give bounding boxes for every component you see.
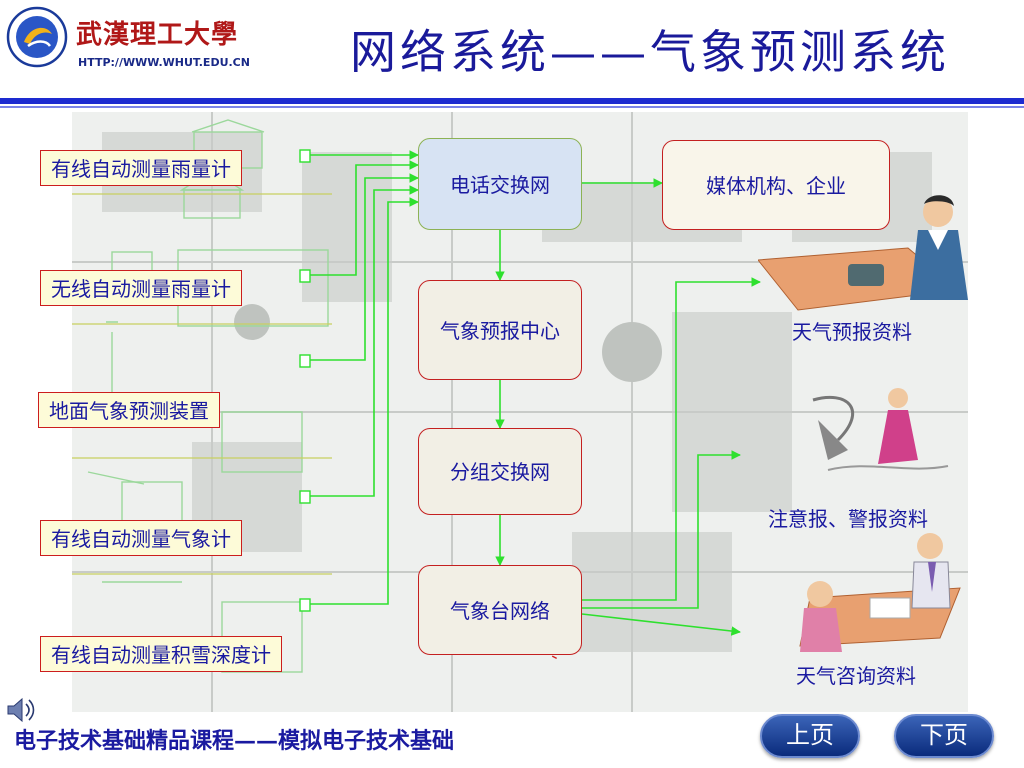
link-wireless-rain (300, 160, 419, 276)
source-wired-rain-gauge: 有线自动测量雨量计 (40, 150, 242, 186)
page-title: 网络系统——气象预测系统 (350, 25, 950, 79)
university-logo-text: 武漢理工大學 (76, 20, 239, 50)
node-phone-exchange: 电话交换网 (418, 138, 582, 230)
university-emblem-icon (6, 6, 68, 68)
link-station-forecast (582, 277, 761, 601)
storm-woman-illustration (812, 388, 949, 471)
output-warning-info: 注意报、警报资料 (768, 507, 928, 531)
output-weather-forecast: 天气预报资料 (792, 320, 912, 344)
link-snow-depth (300, 197, 419, 605)
node-media-enterprise: 媒体机构、企业 (662, 140, 890, 230)
header-divider-thin (0, 106, 1024, 108)
output-weather-consult: 天气咨询资料 (796, 664, 916, 688)
node-forecast-center: 气象预报中心 (418, 280, 582, 380)
consultation-illustration (799, 533, 961, 652)
university-url: HTTP://WWW.WHUT.EDU.CN (78, 56, 250, 69)
next-page-button[interactable]: 下页 (894, 714, 994, 758)
node-station-network: 气象台网络 (418, 565, 582, 655)
phone-operator-illustration (758, 195, 968, 311)
link-wired-weather (300, 185, 419, 497)
source-ground-weather-device: 地面气象预测装置 (38, 392, 220, 428)
source-wired-weather-meter: 有线自动测量气象计 (40, 520, 242, 556)
link-station-consult (581, 613, 741, 636)
header-divider (0, 98, 1024, 104)
speaker-icon[interactable] (4, 694, 38, 726)
source-wireless-rain-gauge: 无线自动测量雨量计 (40, 270, 242, 306)
source-wired-snow-depth-gauge: 有线自动测量积雪深度计 (40, 636, 282, 672)
course-footer: 电子技术基础精品课程——模拟电子技术基础 (14, 728, 455, 754)
prev-page-button[interactable]: 上页 (760, 714, 860, 758)
node-packet-exchange: 分组交换网 (418, 428, 582, 515)
link-station-warning (582, 450, 741, 609)
header: 武漢理工大學 HTTP://WWW.WHUT.EDU.CN 网络系统——气象预测… (0, 0, 1024, 92)
link-ground-device (300, 173, 419, 361)
